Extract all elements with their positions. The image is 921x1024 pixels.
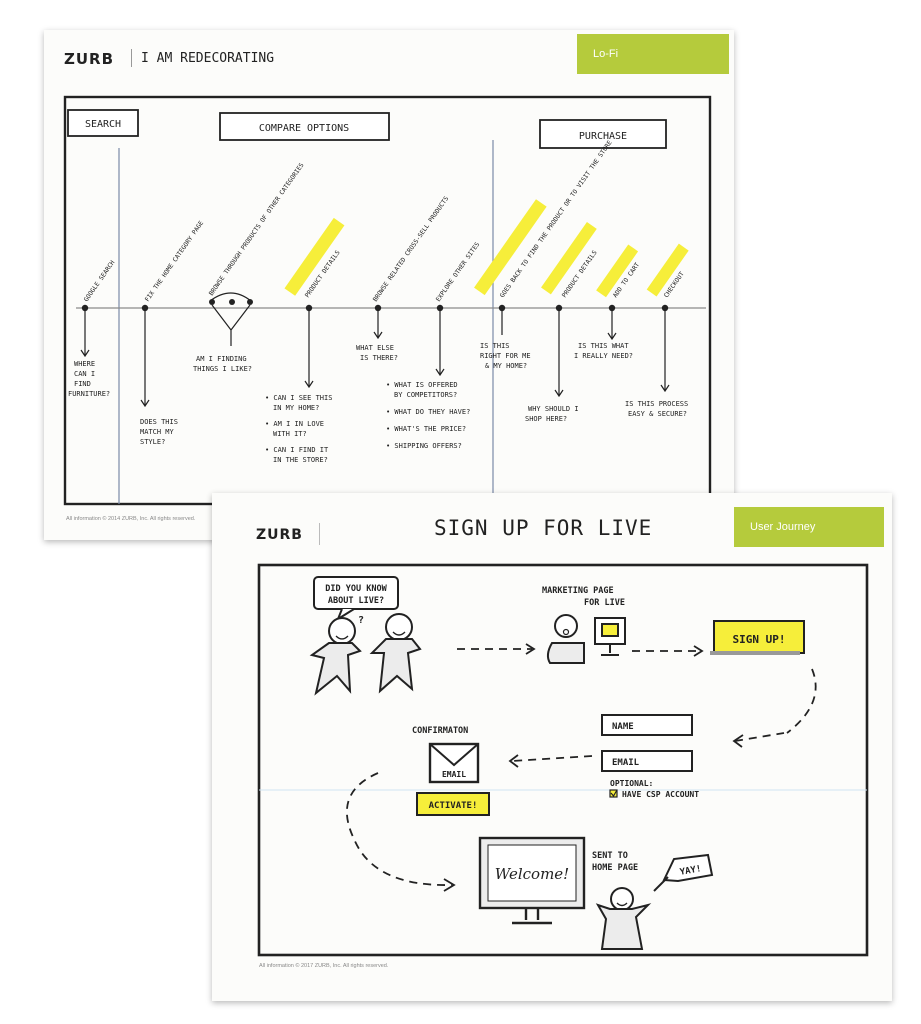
highlight-details — [284, 217, 345, 296]
activate-label: ACTIVATE! — [429, 801, 478, 811]
browse-join — [211, 304, 251, 346]
confirmation-label: CONFIRMATON — [412, 726, 468, 736]
step-google: GOOGLE SEARCH — [83, 259, 117, 303]
q-right-2: RIGHT FOR ME — [480, 352, 531, 360]
phase-compare: COMPARE OPTIONS — [259, 123, 349, 134]
lofi-journey-sheet: ZURB I AM REDECORATING Lo-Fi SEARCH COMP… — [44, 30, 734, 540]
q-where-4: FURNITURE? — [68, 390, 110, 398]
sheet1-footer: All information © 2014 ZURB, Inc. All ri… — [66, 516, 196, 522]
sheet-title-2: SIGN UP FOR LIVE — [434, 516, 653, 540]
email-field-sketch — [601, 750, 693, 772]
email-field-label: EMAIL — [612, 758, 640, 768]
lofi-tag: Lo-Fi — [577, 34, 729, 74]
q-right-3: & MY HOME? — [485, 362, 527, 370]
envelope-label: EMAIL — [442, 770, 466, 779]
question-arrows — [80, 311, 670, 408]
q-see-2: IN MY HOME? — [273, 404, 319, 412]
q-offered-2: BY COMPETITORS? — [394, 391, 457, 399]
q-have: • WHAT DO THEY HAVE? — [386, 408, 470, 416]
step-browse-categories: BROWSE THROUGH PRODUCTS OF OTHER CATEGOR… — [208, 162, 306, 297]
phase-purchase-box — [539, 119, 667, 149]
q-match-1: DOES THIS — [140, 418, 178, 426]
q-store-2: IN THE STORE? — [273, 456, 328, 464]
highlight-details2 — [541, 221, 597, 295]
marketing-label-2: FOR LIVE — [584, 598, 625, 608]
q-see-1: • CAN I SEE THIS — [265, 394, 332, 402]
welcome-text: Welcome! — [495, 865, 569, 883]
q-need-1: IS THIS WHAT — [578, 342, 629, 350]
signup-label: SIGN UP! — [733, 633, 786, 646]
yay-label: YAY! — [679, 864, 702, 878]
q-where-1: WHERE — [74, 360, 95, 368]
yay-bubble — [662, 853, 714, 883]
q-love-1: • AM I IN LOVE — [265, 420, 324, 428]
q-price: • WHAT'S THE PRICE? — [386, 425, 466, 433]
q-where-3: FIND — [74, 380, 91, 388]
user-journey-tag: User Journey — [734, 507, 884, 547]
q-shipping: • SHIPPING OFFERS? — [386, 442, 462, 450]
signup-button-sketch — [713, 620, 805, 654]
question-bubble — [313, 576, 399, 610]
arrow-to-welcome — [346, 772, 453, 886]
name-field-label: NAME — [612, 722, 634, 732]
logo-divider-2 — [319, 523, 320, 545]
q-love-2: WITH IT? — [273, 430, 307, 438]
person-at-computer-icon — [546, 614, 626, 664]
q-match-3: STYLE? — [140, 438, 165, 446]
arrow-to-form — [786, 668, 817, 734]
q-else-1: WHAT ELSE — [356, 344, 394, 352]
sent-label-1: SENT TO — [592, 851, 628, 861]
sheet-title: I AM REDECORATING — [141, 51, 275, 66]
browse-brace — [209, 292, 252, 302]
q-right-1: IS THIS — [480, 342, 510, 350]
highlight-goback — [474, 199, 547, 296]
arrow-to-confirmation — [511, 755, 593, 762]
highlight-cart — [596, 244, 639, 298]
activate-button-sketch — [416, 792, 490, 816]
happy-person-icon — [595, 887, 652, 950]
sheet2-footer: All information © 2017 ZURB, Inc. All ri… — [259, 963, 389, 969]
bubble-line-1: DID YOU KNOW — [325, 584, 387, 594]
journey-diagram: SEARCH COMPARE OPTIONS PURCHASE GOOGLE S… — [63, 95, 712, 506]
bubble-question-mark: ? — [358, 615, 364, 626]
phase-compare-box — [219, 112, 390, 141]
marketing-label-1: MARKETING PAGE — [542, 586, 614, 596]
logo-divider — [131, 49, 132, 67]
highlight-checkout — [646, 243, 689, 297]
q-secure-1: IS THIS PROCESS — [625, 400, 688, 408]
q-store-1: • CAN I FIND IT — [265, 446, 329, 454]
step-explore-sites: EXPLORE OTHER SITES — [435, 241, 481, 303]
csp-label: HAVE CSP ACCOUNT — [622, 790, 699, 799]
phase-search-box — [67, 109, 139, 137]
q-offered-1: • WHAT IS OFFERED — [386, 381, 458, 389]
diagram-frame-2 — [257, 563, 869, 957]
q-else-2: IS THERE? — [360, 354, 398, 362]
optional-label: OPTIONAL: — [610, 779, 653, 788]
q-shop-2: SHOP HERE? — [525, 415, 567, 423]
csp-checkbox — [609, 789, 618, 798]
q-shop-1: WHY SHOULD I — [528, 405, 579, 413]
q-finding-1: AM I FINDING — [196, 355, 247, 363]
step-related-products: BROWSE RELATED CROSS-SELL PRODUCTS — [372, 195, 451, 303]
bubble-line-2: ABOUT LIVE? — [328, 596, 384, 606]
step-home-category: FIX THE HOME CATEGORY PAGE — [144, 220, 205, 304]
people-icon — [309, 613, 422, 696]
q-secure-2: EASY & SECURE? — [628, 410, 687, 418]
name-field-sketch — [601, 714, 693, 736]
zurb-logo: ZURB — [64, 50, 115, 68]
q-need-2: I REALLY NEED? — [574, 352, 633, 360]
zurb-logo-2: ZURB — [256, 527, 303, 543]
timeline-dots — [81, 299, 669, 312]
phase-purchase: PURCHASE — [579, 131, 627, 142]
phase-search: SEARCH — [85, 119, 121, 130]
q-where-2: CAN I — [74, 370, 95, 378]
signup-diagram: DID YOU KNOW ABOUT LIVE? ? MARKETING PAG… — [257, 563, 869, 957]
sent-label-2: HOME PAGE — [592, 863, 638, 873]
q-finding-2: THINGS I LIKE? — [193, 365, 252, 373]
user-journey-sheet: ZURB SIGN UP FOR LIVE User Journey DID Y… — [212, 493, 892, 1001]
q-match-2: MATCH MY — [140, 428, 175, 436]
